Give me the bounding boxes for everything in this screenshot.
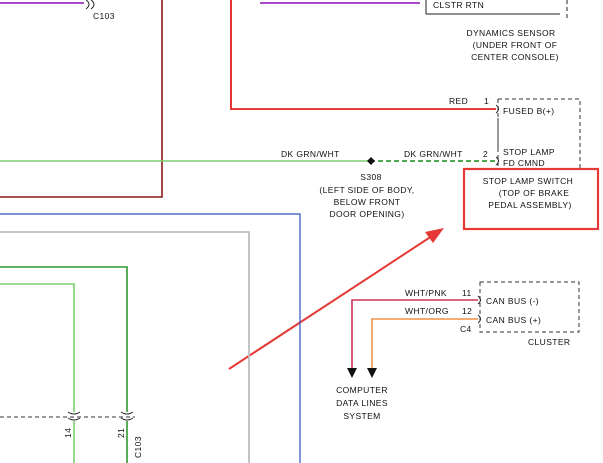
pin21-label: 21 — [116, 428, 126, 438]
computer-data-arrow-1 — [347, 368, 357, 378]
gray-outline — [0, 231, 250, 463]
s308-location-2: BELOW FRONT — [334, 197, 401, 207]
pin12-connector-symbol — [477, 314, 481, 324]
computer-line1: COMPUTER — [336, 385, 388, 395]
computer-line3: SYSTEM — [343, 411, 380, 421]
callout-line3: PEDAL ASSEMBLY) — [488, 200, 571, 210]
red-wire-label: RED — [449, 96, 468, 106]
pin2-label: 2 — [483, 149, 488, 159]
callout-line2: (TOP OF BRAKE — [499, 188, 570, 198]
splice-left-wire-label: DK GRN/WHT — [281, 149, 340, 159]
pin1-label: 1 — [484, 96, 489, 106]
c103-label-top: C103 — [93, 11, 115, 21]
dynamics-sensor-line2: (UNDER FRONT OF — [473, 40, 558, 50]
cluster-label: CLUSTER — [528, 337, 570, 347]
c103-connector-symbol — [85, 0, 90, 10]
green-wire-lower-outer — [0, 266, 128, 412]
pin11-connector-symbol — [477, 295, 481, 305]
s308-location-3: DOOR OPENING) — [329, 209, 404, 219]
can-bus-minus-label: CAN BUS (-) — [486, 296, 539, 306]
pin21-connector-symbol — [120, 411, 134, 421]
s308-location-1: (LEFT SIDE OF BODY, — [319, 185, 414, 195]
pin11-label: 11 — [462, 288, 472, 298]
s308-label: S308 — [360, 172, 381, 182]
computer-data-arrow-2 — [367, 368, 377, 378]
dynamics-sensor-line1: DYNAMICS SENSOR — [466, 28, 555, 38]
stop-lamp-switch-box — [498, 98, 581, 170]
c4-label: C4 — [460, 324, 472, 334]
red-wire — [230, 0, 496, 110]
fused-b-label: FUSED B(+) — [503, 106, 554, 116]
stop-lamp-pin-label-2: FD CMND — [503, 158, 545, 168]
computer-line2: DATA LINES — [336, 398, 388, 408]
pin14-connector-symbol — [67, 411, 81, 421]
can-bus-plus-label: CAN BUS (+) — [486, 315, 541, 325]
cluster-box — [479, 281, 580, 333]
c103-connector-symbol-2 — [90, 0, 95, 10]
callout-arrowhead — [425, 228, 444, 243]
callout-line1: STOP LAMP SWITCH — [483, 176, 573, 186]
stop-lamp-pin-label-1: STOP LAMP — [503, 147, 555, 157]
stop-lamp-switch-callout — [462, 167, 600, 231]
wht-pnk-label: WHT/PNK — [405, 288, 447, 298]
callout-arrow — [228, 235, 433, 370]
pin2-connector-symbol — [495, 156, 499, 166]
can-bus-plus-wire — [371, 318, 478, 368]
can-bus-minus-wire — [351, 299, 478, 368]
clstr-rtn-label: CLSTR RTN — [433, 0, 484, 10]
pin12-label: 12 — [462, 306, 472, 316]
green-wire-lower-inner — [0, 283, 75, 412]
wht-org-label: WHT/ORG — [405, 306, 449, 316]
pin1-connector-symbol — [495, 104, 499, 114]
dynamics-sensor-line3: CENTER CONSOLE) — [471, 52, 559, 62]
c103-label-bottom: C103 — [133, 436, 143, 458]
pin14-label: 14 — [63, 428, 73, 438]
splice-right-wire-label: DK GRN/WHT — [404, 149, 463, 159]
blue-outline — [0, 213, 301, 463]
s308-splice-icon — [367, 157, 375, 165]
dark-red-wire — [0, 0, 163, 198]
